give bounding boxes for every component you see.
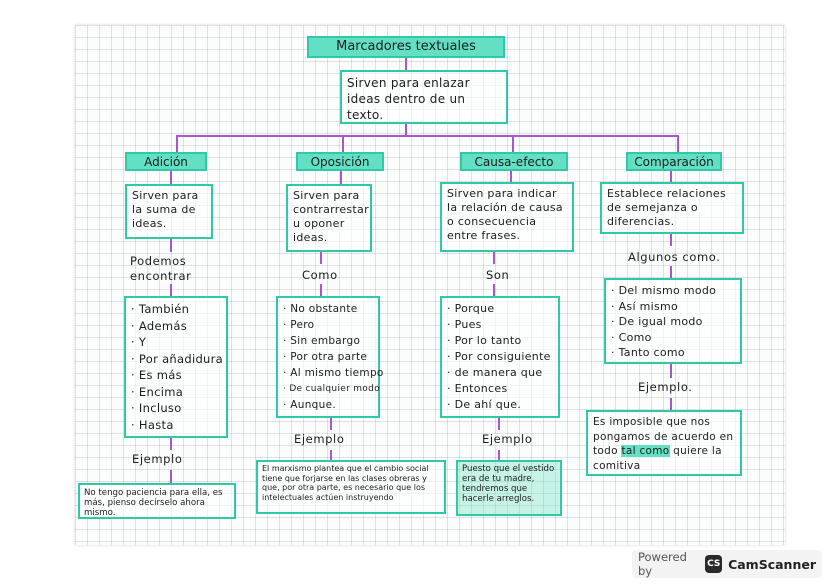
connector-c3-a bbox=[510, 170, 512, 184]
heading-comparacion: Comparación bbox=[626, 152, 722, 171]
definition-box: Sirven para enlazar ideas dentro de un t… bbox=[340, 70, 508, 124]
connector-branch-2 bbox=[342, 135, 344, 153]
example-oposicion: El marxismo plantea que el cambio social… bbox=[256, 460, 446, 514]
connector-c4-b bbox=[670, 232, 672, 246]
list-item: · Sin embargo bbox=[283, 335, 361, 347]
list-item: · Tanto como bbox=[611, 346, 685, 359]
list-item: · Incluso bbox=[131, 401, 182, 415]
list-item: · Y bbox=[131, 335, 147, 349]
connector-label-comparacion: Algunos como. bbox=[628, 250, 721, 264]
connector-branch-bar bbox=[176, 135, 678, 137]
list-item: · de manera que bbox=[447, 366, 543, 379]
camscanner-name: CamScanner bbox=[728, 556, 816, 572]
description-causa-efecto: Sirven para indicar la relación de causa… bbox=[440, 182, 574, 252]
list-item: · Por añadidura bbox=[131, 351, 224, 366]
camscanner-watermark: Powered by CS CamScanner bbox=[632, 550, 822, 578]
connector-c1-c bbox=[170, 284, 172, 296]
example-comparacion: Es imposible que nos pongamos de acuerdo… bbox=[586, 410, 742, 476]
connector-c2-b bbox=[320, 252, 322, 264]
connector-c1-b bbox=[170, 238, 172, 252]
items-box-adicion: · También · Además · Y · Por añadidura ·… bbox=[124, 296, 228, 438]
items-box-comparacion: · Del mismo modo · Así mismo · De igual … bbox=[604, 278, 742, 364]
connector-c3-e bbox=[498, 450, 500, 460]
list-item: · Del mismo modo bbox=[611, 284, 717, 297]
connector-def-branch bbox=[405, 122, 407, 136]
list-item: · De ahí que. bbox=[447, 398, 522, 411]
list-item: · Como bbox=[611, 330, 652, 344]
connector-label-adicion: Podemos encontrar bbox=[130, 254, 192, 283]
list-item: · También bbox=[131, 302, 190, 316]
example-adicion: No tengo paciencia para ella, es más, pi… bbox=[78, 483, 236, 519]
page-title: Marcadores textuales bbox=[307, 36, 505, 58]
list-item: · Es más bbox=[131, 368, 182, 382]
list-item: · Encima bbox=[131, 384, 184, 399]
heading-oposicion: Oposición bbox=[296, 152, 384, 171]
heading-causa-efecto: Causa-efecto bbox=[460, 152, 568, 171]
list-item: · De cualquier modo bbox=[283, 384, 380, 394]
powered-by-label: Powered by bbox=[638, 550, 687, 578]
list-item: · Pues bbox=[447, 318, 482, 331]
list-item: · Pero bbox=[283, 319, 315, 331]
connector-branch-3 bbox=[512, 135, 514, 153]
connector-c1-d bbox=[170, 438, 172, 450]
connector-label-causa-efecto: Son bbox=[486, 268, 510, 282]
description-comparacion: Establece relaciones de semejanza o dife… bbox=[600, 182, 744, 234]
connector-c1-a bbox=[170, 170, 172, 184]
list-item: · Hasta bbox=[131, 417, 174, 432]
connector-branch-4 bbox=[677, 135, 679, 153]
list-item: · Porque bbox=[447, 302, 495, 315]
connector-c3-b bbox=[493, 252, 495, 264]
connector-c4-c bbox=[670, 266, 672, 278]
connector-c2-c bbox=[320, 284, 322, 296]
list-item: · Por otra parte bbox=[283, 351, 368, 363]
example-label-adicion: Ejemplo bbox=[132, 452, 183, 466]
connector-c3-c bbox=[493, 284, 495, 296]
list-item: · No obstante bbox=[283, 303, 358, 315]
example-label-causa-efecto: Ejemplo bbox=[482, 432, 533, 446]
list-item: · Aunque. bbox=[283, 399, 336, 411]
example-label-oposicion: Ejemplo bbox=[294, 432, 345, 446]
list-item: · Así mismo bbox=[611, 299, 679, 313]
heading-adicion: Adición bbox=[125, 152, 207, 171]
connector-c2-d bbox=[330, 418, 332, 430]
connector-title-def bbox=[405, 58, 407, 70]
items-box-causa-efecto: · Porque · Pues · Por lo tanto · Por con… bbox=[440, 296, 560, 418]
connector-label-oposicion: Como bbox=[302, 268, 338, 282]
list-item: · Además bbox=[131, 318, 188, 333]
connector-c2-e bbox=[330, 450, 332, 460]
items-box-oposicion: · No obstante · Pero · Sin embargo · Por… bbox=[276, 296, 384, 418]
list-item: · Al mismo tiempo bbox=[283, 367, 384, 379]
connector-c4-e bbox=[670, 398, 672, 410]
list-item: · De igual modo bbox=[611, 315, 703, 328]
description-oposicion: Sirven para contrarrestar u oponer ideas… bbox=[286, 184, 372, 252]
connector-c2-a bbox=[340, 170, 342, 184]
connector-c4-a bbox=[670, 170, 672, 182]
list-item: · Por consiguiente bbox=[447, 350, 551, 363]
connector-c1-e bbox=[170, 470, 172, 483]
camscanner-logo-icon: CS bbox=[705, 555, 723, 573]
connector-branch-1 bbox=[176, 135, 178, 153]
list-item: · Por lo tanto bbox=[447, 334, 522, 347]
connector-c3-d bbox=[498, 418, 500, 430]
description-adicion: Sirven para la suma de ideas. bbox=[125, 184, 213, 239]
example-causa-efecto: Puesto que el vestido era de tu madre, t… bbox=[456, 460, 562, 516]
example-label-comparacion: Ejemplo. bbox=[638, 380, 693, 394]
connector-c4-d bbox=[670, 364, 672, 378]
list-item: · Entonces bbox=[447, 382, 508, 395]
